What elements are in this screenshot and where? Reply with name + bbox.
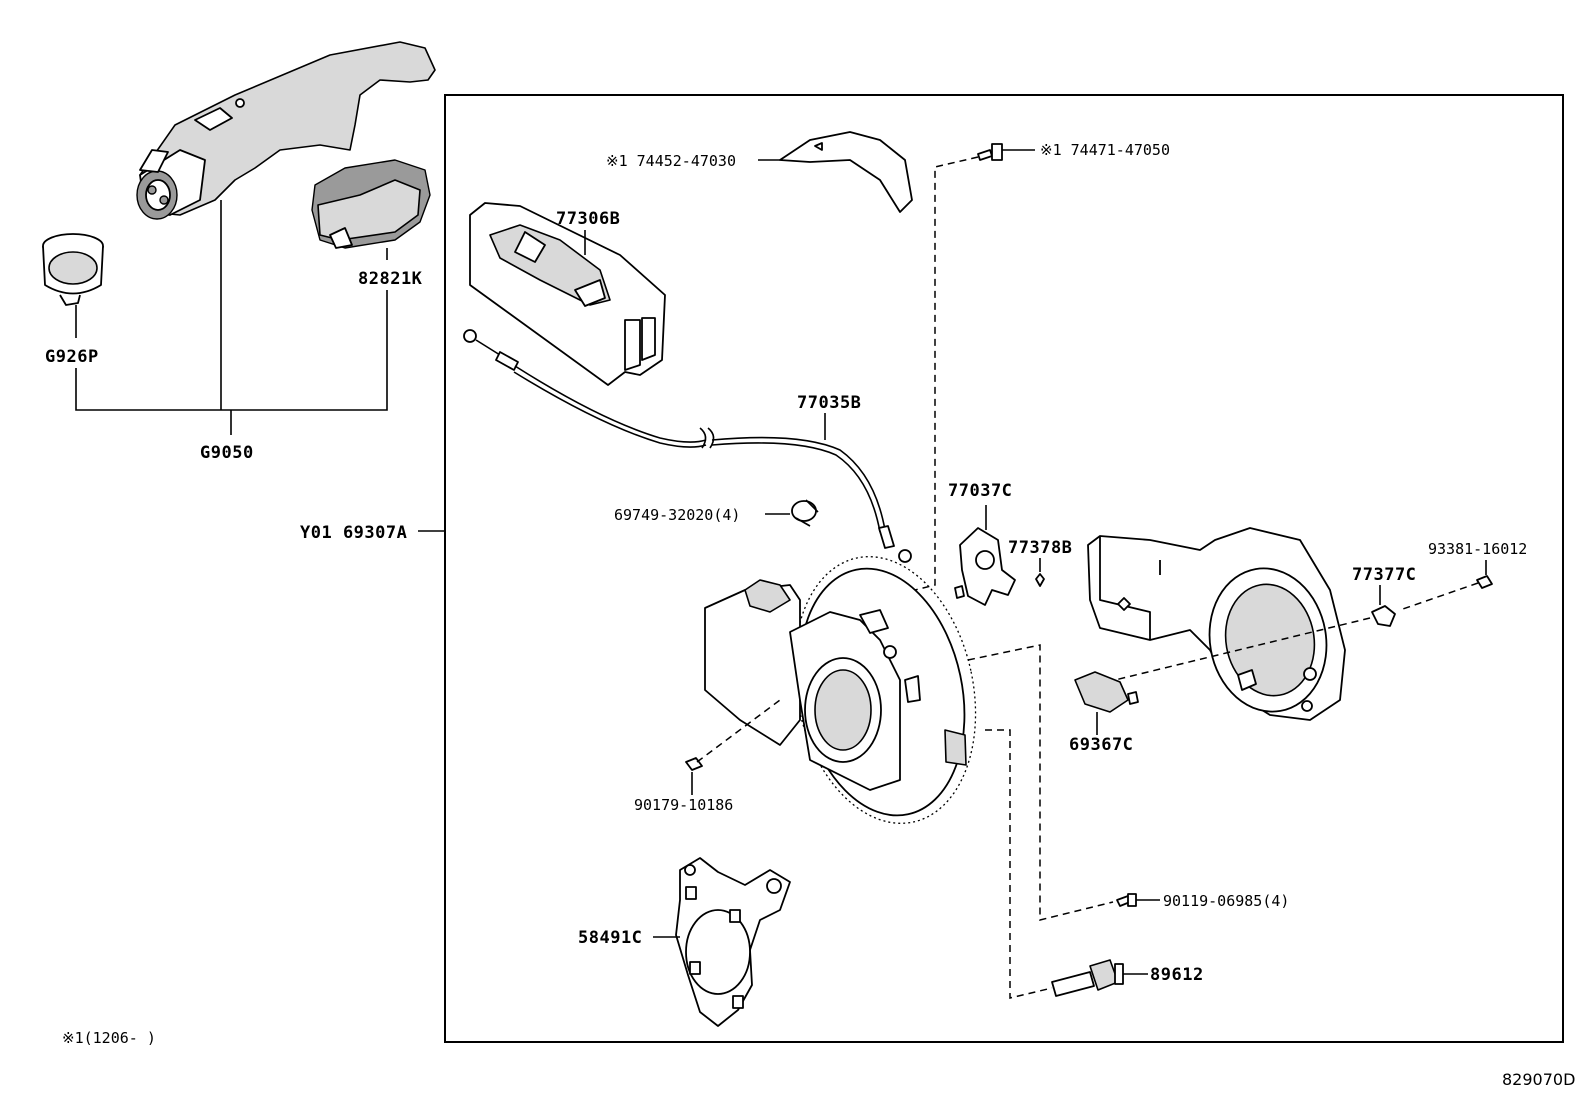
label-89612: 89612 [1150, 965, 1204, 985]
label-77035b: 77035B [797, 393, 861, 413]
gasket-58491c [675, 857, 791, 1027]
clip-69749 [791, 499, 819, 527]
cover-74452 [779, 131, 913, 213]
label-77378b: 77378B [1008, 538, 1072, 558]
cable-77035b [463, 329, 912, 563]
inlet-housing [704, 556, 977, 824]
screw-90119 [1116, 893, 1137, 907]
pin-77378b [1035, 573, 1045, 587]
actuator-69367c [1074, 671, 1139, 713]
label-y01-69307a: Y01 69307A [300, 523, 407, 543]
bracket-77037c [954, 527, 1016, 606]
label-g9050: G9050 [200, 443, 254, 463]
sensor-89612 [1051, 959, 1124, 997]
label-58491c: 58491C [578, 928, 642, 948]
label-77306b: 77306B [556, 209, 620, 229]
label-74452-47030: ※1 74452-47030 [606, 152, 736, 170]
footnote: ※1(1206- ) [62, 1029, 156, 1047]
screw-74471 [977, 143, 1003, 161]
lid-77306b [469, 202, 666, 386]
label-69367c: 69367C [1069, 735, 1133, 755]
shield-cover [1087, 527, 1346, 721]
label-g926p: G926P [45, 347, 99, 367]
label-82821k: 82821K [358, 269, 423, 289]
drawing-code: 829070D [1502, 1070, 1575, 1089]
label-93381-16012: 93381-16012 [1428, 540, 1527, 558]
connector-cap-82821k [311, 159, 431, 249]
charge-connector-handle [136, 41, 436, 220]
label-90179-10186: 90179-10186 [634, 796, 733, 814]
label-74471-47050: ※1 74471-47050 [1040, 141, 1170, 159]
label-77037c: 77037C [948, 481, 1012, 501]
label-77377c: 77377C [1352, 565, 1416, 585]
screw-93381 [1476, 575, 1493, 589]
collar-g926p [42, 233, 104, 306]
assembly-frame [444, 94, 1564, 1043]
spring-77377c [1371, 605, 1396, 627]
label-69749-32020: 69749-32020(4) [614, 506, 740, 524]
label-90119-06985: 90119-06985(4) [1163, 892, 1289, 910]
